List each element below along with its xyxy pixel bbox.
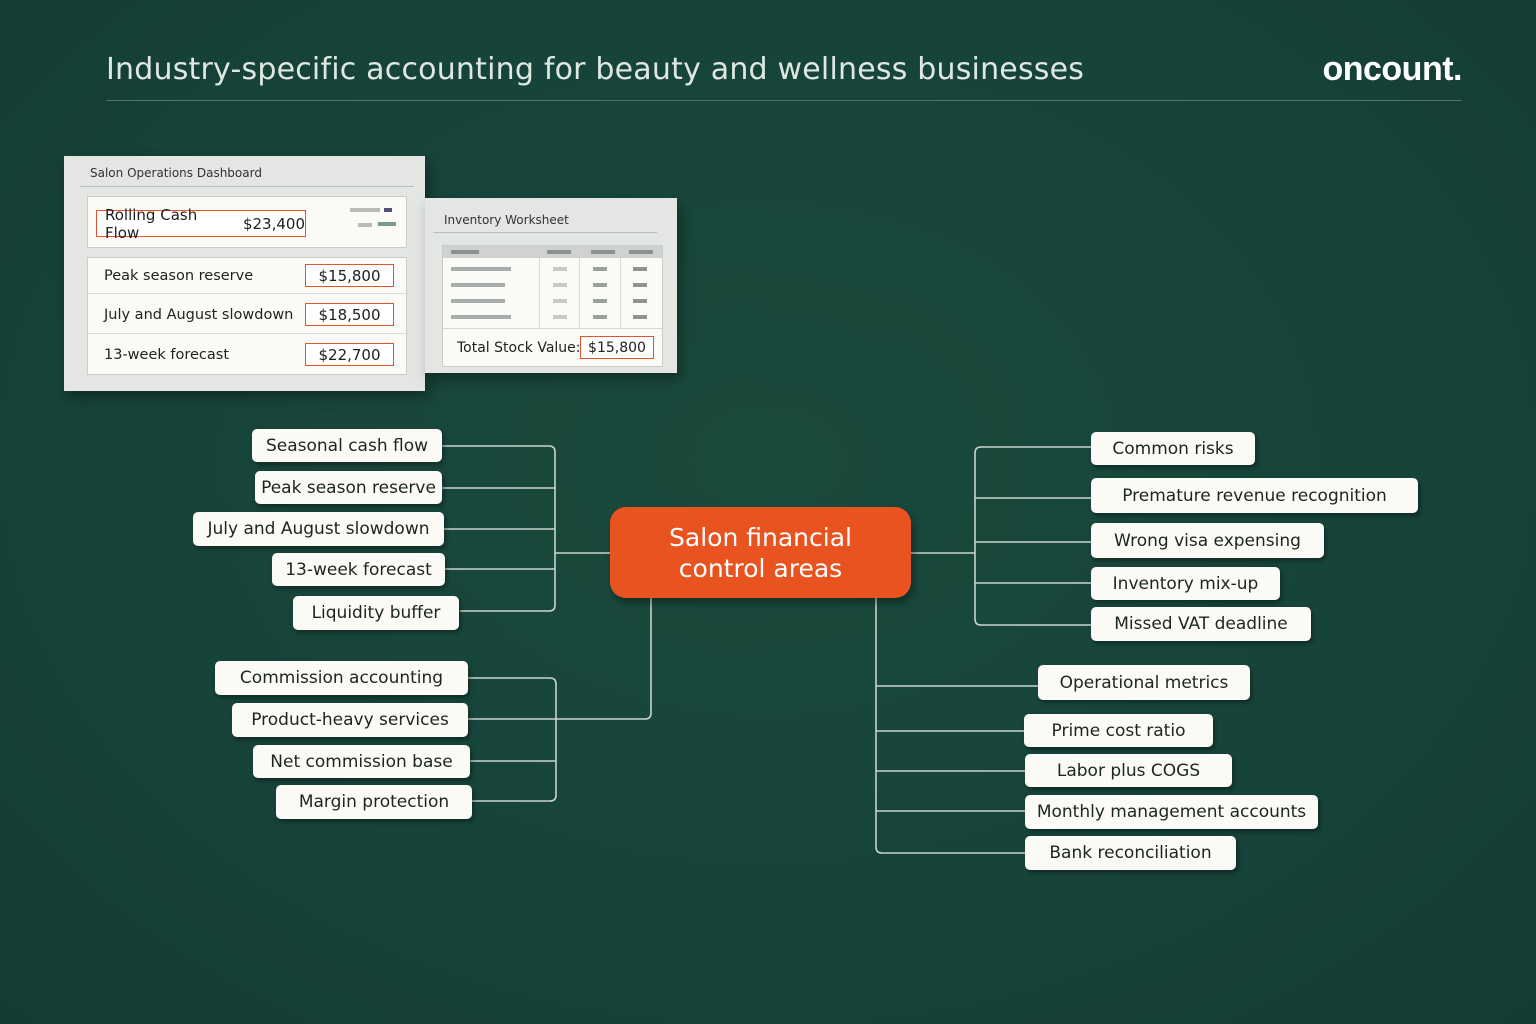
node-product-heavy-services: Product-heavy services [232, 703, 468, 737]
table-cell [553, 267, 567, 271]
row-label: 13-week forecast [104, 347, 230, 363]
node-seasonal-cash-flow: Seasonal cash flow [252, 429, 442, 462]
dashboard-title: Salon Operations Dashboard [90, 166, 262, 180]
node-liquidity-buffer: Liquidity buffer [293, 596, 459, 630]
table-cell [633, 283, 647, 287]
rolling-cash-flow-value: $23,400 [242, 214, 305, 233]
reserve-panel: Peak season reserve $15,800 July and Aug… [87, 257, 407, 375]
table-cell [593, 299, 607, 303]
table-cell [451, 283, 505, 287]
table-col-line [539, 258, 540, 328]
node-wrong-visa-expensing: Wrong visa expensing [1091, 523, 1324, 558]
node-inventory-mix-up: Inventory mix-up [1091, 567, 1280, 600]
connector-center-commission [556, 598, 652, 720]
table-col-line [620, 258, 621, 328]
connector-risks [974, 446, 1091, 626]
mini-bar [378, 222, 396, 226]
inventory-title-divider [433, 232, 657, 233]
table-cell [451, 299, 505, 303]
node-july-august-slowdown: July and August slowdown [193, 512, 444, 546]
row-label: Peak season reserve [104, 268, 254, 284]
mini-bar [358, 223, 372, 227]
node-margin-protection: Margin protection [276, 785, 472, 819]
table-cell [593, 267, 607, 271]
central-topic-line1: Salon financial [669, 522, 852, 552]
salon-operations-dashboard: Salon Operations Dashboard Rolling Cash … [64, 156, 425, 391]
table-cell [553, 283, 567, 287]
brand-logo: oncount. [1322, 50, 1462, 88]
total-stock-label: Total Stock Value: [457, 340, 581, 356]
node-labor-plus-cogs: Labor plus COGS [1025, 754, 1232, 787]
node-net-commission-base: Net commission base [253, 745, 470, 778]
row-value-box: $18,500 [305, 303, 394, 326]
page-title: Industry-specific accounting for beauty … [106, 52, 1085, 87]
total-stock-value: $15,800 [580, 336, 654, 359]
table-cell [553, 315, 567, 319]
node-monthly-management-accounts: Monthly management accounts [1025, 795, 1318, 829]
row-label: July and August slowdown [104, 307, 294, 323]
header-cell [629, 250, 653, 254]
connector-commission [468, 677, 557, 802]
table-cell [451, 315, 511, 319]
node-13-week-forecast: 13-week forecast [272, 553, 445, 586]
table-col-line [579, 258, 580, 328]
node-prime-cost-ratio: Prime cost ratio [1024, 714, 1213, 747]
node-commission-accounting: Commission accounting [215, 661, 468, 695]
table-footer-divider [443, 328, 662, 329]
node-operational-metrics: Operational metrics [1038, 665, 1250, 700]
header-cell [451, 250, 479, 254]
table-cell [633, 267, 647, 271]
header-cell [591, 250, 615, 254]
rolling-cash-flow-box: Rolling Cash Flow $23,400 [96, 206, 306, 242]
node-peak-season-reserve: Peak season reserve [255, 471, 442, 504]
inventory-table: Total Stock Value: $15,800 [442, 245, 663, 367]
row-value-box: $15,800 [305, 264, 394, 287]
dashboard-title-divider [80, 186, 414, 187]
inventory-worksheet: Inventory Worksheet Total Stock Value: $… [425, 198, 677, 373]
rolling-cash-flow-label: Rolling Cash Flow [105, 205, 198, 242]
mini-bar [384, 208, 392, 212]
node-premature-revenue-recognition: Premature revenue recognition [1091, 478, 1418, 513]
header-cell [547, 250, 571, 254]
table-cell [593, 283, 607, 287]
table-cell [633, 299, 647, 303]
inventory-title: Inventory Worksheet [444, 213, 569, 227]
node-missed-vat-deadline: Missed VAT deadline [1091, 607, 1311, 641]
row-divider [88, 293, 406, 294]
table-cell [451, 267, 511, 271]
central-topic: Salon financial control areas [610, 507, 911, 598]
row-divider [88, 333, 406, 334]
table-cell [633, 315, 647, 319]
central-topic-line2: control areas [678, 553, 843, 583]
header-divider [106, 100, 1462, 101]
mini-bar [350, 208, 380, 212]
node-bank-reconciliation: Bank reconciliation [1025, 836, 1236, 870]
row-value-box: $22,700 [305, 343, 394, 366]
connector-metrics [875, 598, 1025, 854]
table-cell [553, 299, 567, 303]
node-common-risks: Common risks [1091, 432, 1255, 465]
table-cell [593, 315, 607, 319]
rolling-cash-flow-panel: Rolling Cash Flow $23,400 [87, 196, 407, 248]
